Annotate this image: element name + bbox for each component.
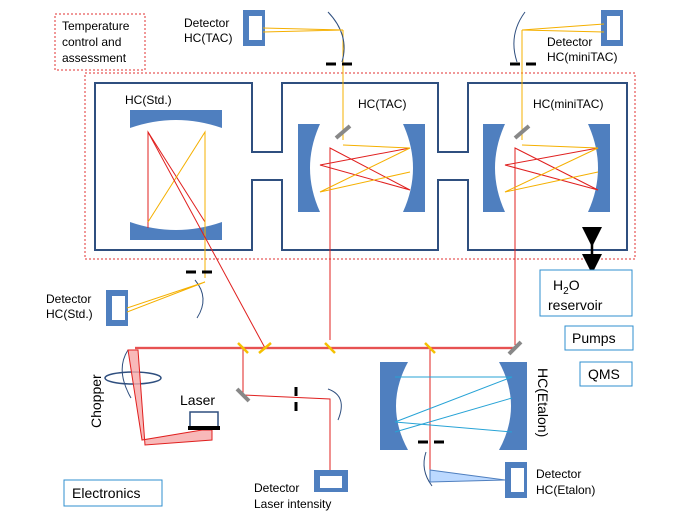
laser-source[interactable] — [189, 411, 219, 429]
chopper-label: Chopper — [88, 374, 104, 428]
laser-branch-mirror — [235, 387, 251, 403]
temperature-label-box — [54, 13, 146, 71]
detector-tac-label-line2: HC(TAC) — [184, 31, 232, 45]
reservoir-label: reservoir — [548, 297, 603, 313]
temperature-label-line3: assessment — [62, 51, 127, 65]
main-steering-mirror — [507, 340, 523, 356]
hc-minitac-beams — [504, 30, 599, 345]
hc-minitac-steering-mirror — [513, 124, 531, 140]
beam-splitters — [237, 342, 436, 354]
hc-std-mirror-bottom — [130, 222, 222, 240]
detector-etalon-label-line2: HC(Etalon) — [536, 483, 595, 497]
hc-minitac-mirror-left — [483, 124, 505, 212]
hc-minitac-label: HC(miniTAC) — [533, 97, 603, 111]
hc-etalon-beams — [394, 376, 513, 433]
detector-minitac-label-line1: Detector — [547, 35, 592, 49]
pumps-box — [564, 325, 634, 351]
qms-label: QMS — [588, 366, 620, 382]
main-laser-beam — [135, 131, 515, 480]
etalon-output-beam — [429, 469, 506, 483]
laser-label: Laser — [180, 392, 215, 408]
detector-laser-label-line2: Laser intensity — [254, 497, 331, 511]
pumps-label: Pumps — [572, 330, 616, 346]
hc-tac-label: HC(TAC) — [358, 97, 406, 111]
detector-std-label-line2: HC(Std.) — [46, 307, 93, 321]
detector-minitac-label-line2: HC(miniTAC) — [547, 50, 617, 64]
hc-std-mirror-top — [130, 110, 222, 128]
hc-tac-mirror-right — [403, 124, 425, 212]
hc-tac-steering-mirror — [334, 124, 352, 140]
h2o-reservoir-box — [539, 269, 633, 317]
temperature-label-line2: control and — [62, 35, 121, 49]
hc-etalon-mirror-left — [380, 362, 408, 450]
detector-tac-label-line1: Detector — [184, 16, 229, 30]
h2o-label: H2O — [553, 277, 580, 297]
detector-etalon-label-line1: Detector — [536, 467, 581, 481]
hc-minitac-mirror-right — [588, 124, 610, 212]
hc-tac-beams — [319, 30, 411, 340]
hc-etalon-mirror-right — [499, 362, 527, 450]
temperature-label-line1: Temperature — [62, 19, 130, 33]
hc-std-label: HC(Std.) — [125, 93, 172, 107]
hc-etalon-label: HC(Etalon) — [535, 368, 551, 437]
laser-output-beam — [127, 349, 213, 446]
qms-box — [579, 361, 633, 387]
detector-laser-label-line1: Detector — [254, 481, 299, 495]
hc-tac-mirror-left — [298, 124, 320, 212]
electronics-label: Electronics — [72, 485, 140, 501]
electronics-box — [63, 479, 163, 507]
detector-std-label-line1: Detector — [46, 292, 91, 306]
